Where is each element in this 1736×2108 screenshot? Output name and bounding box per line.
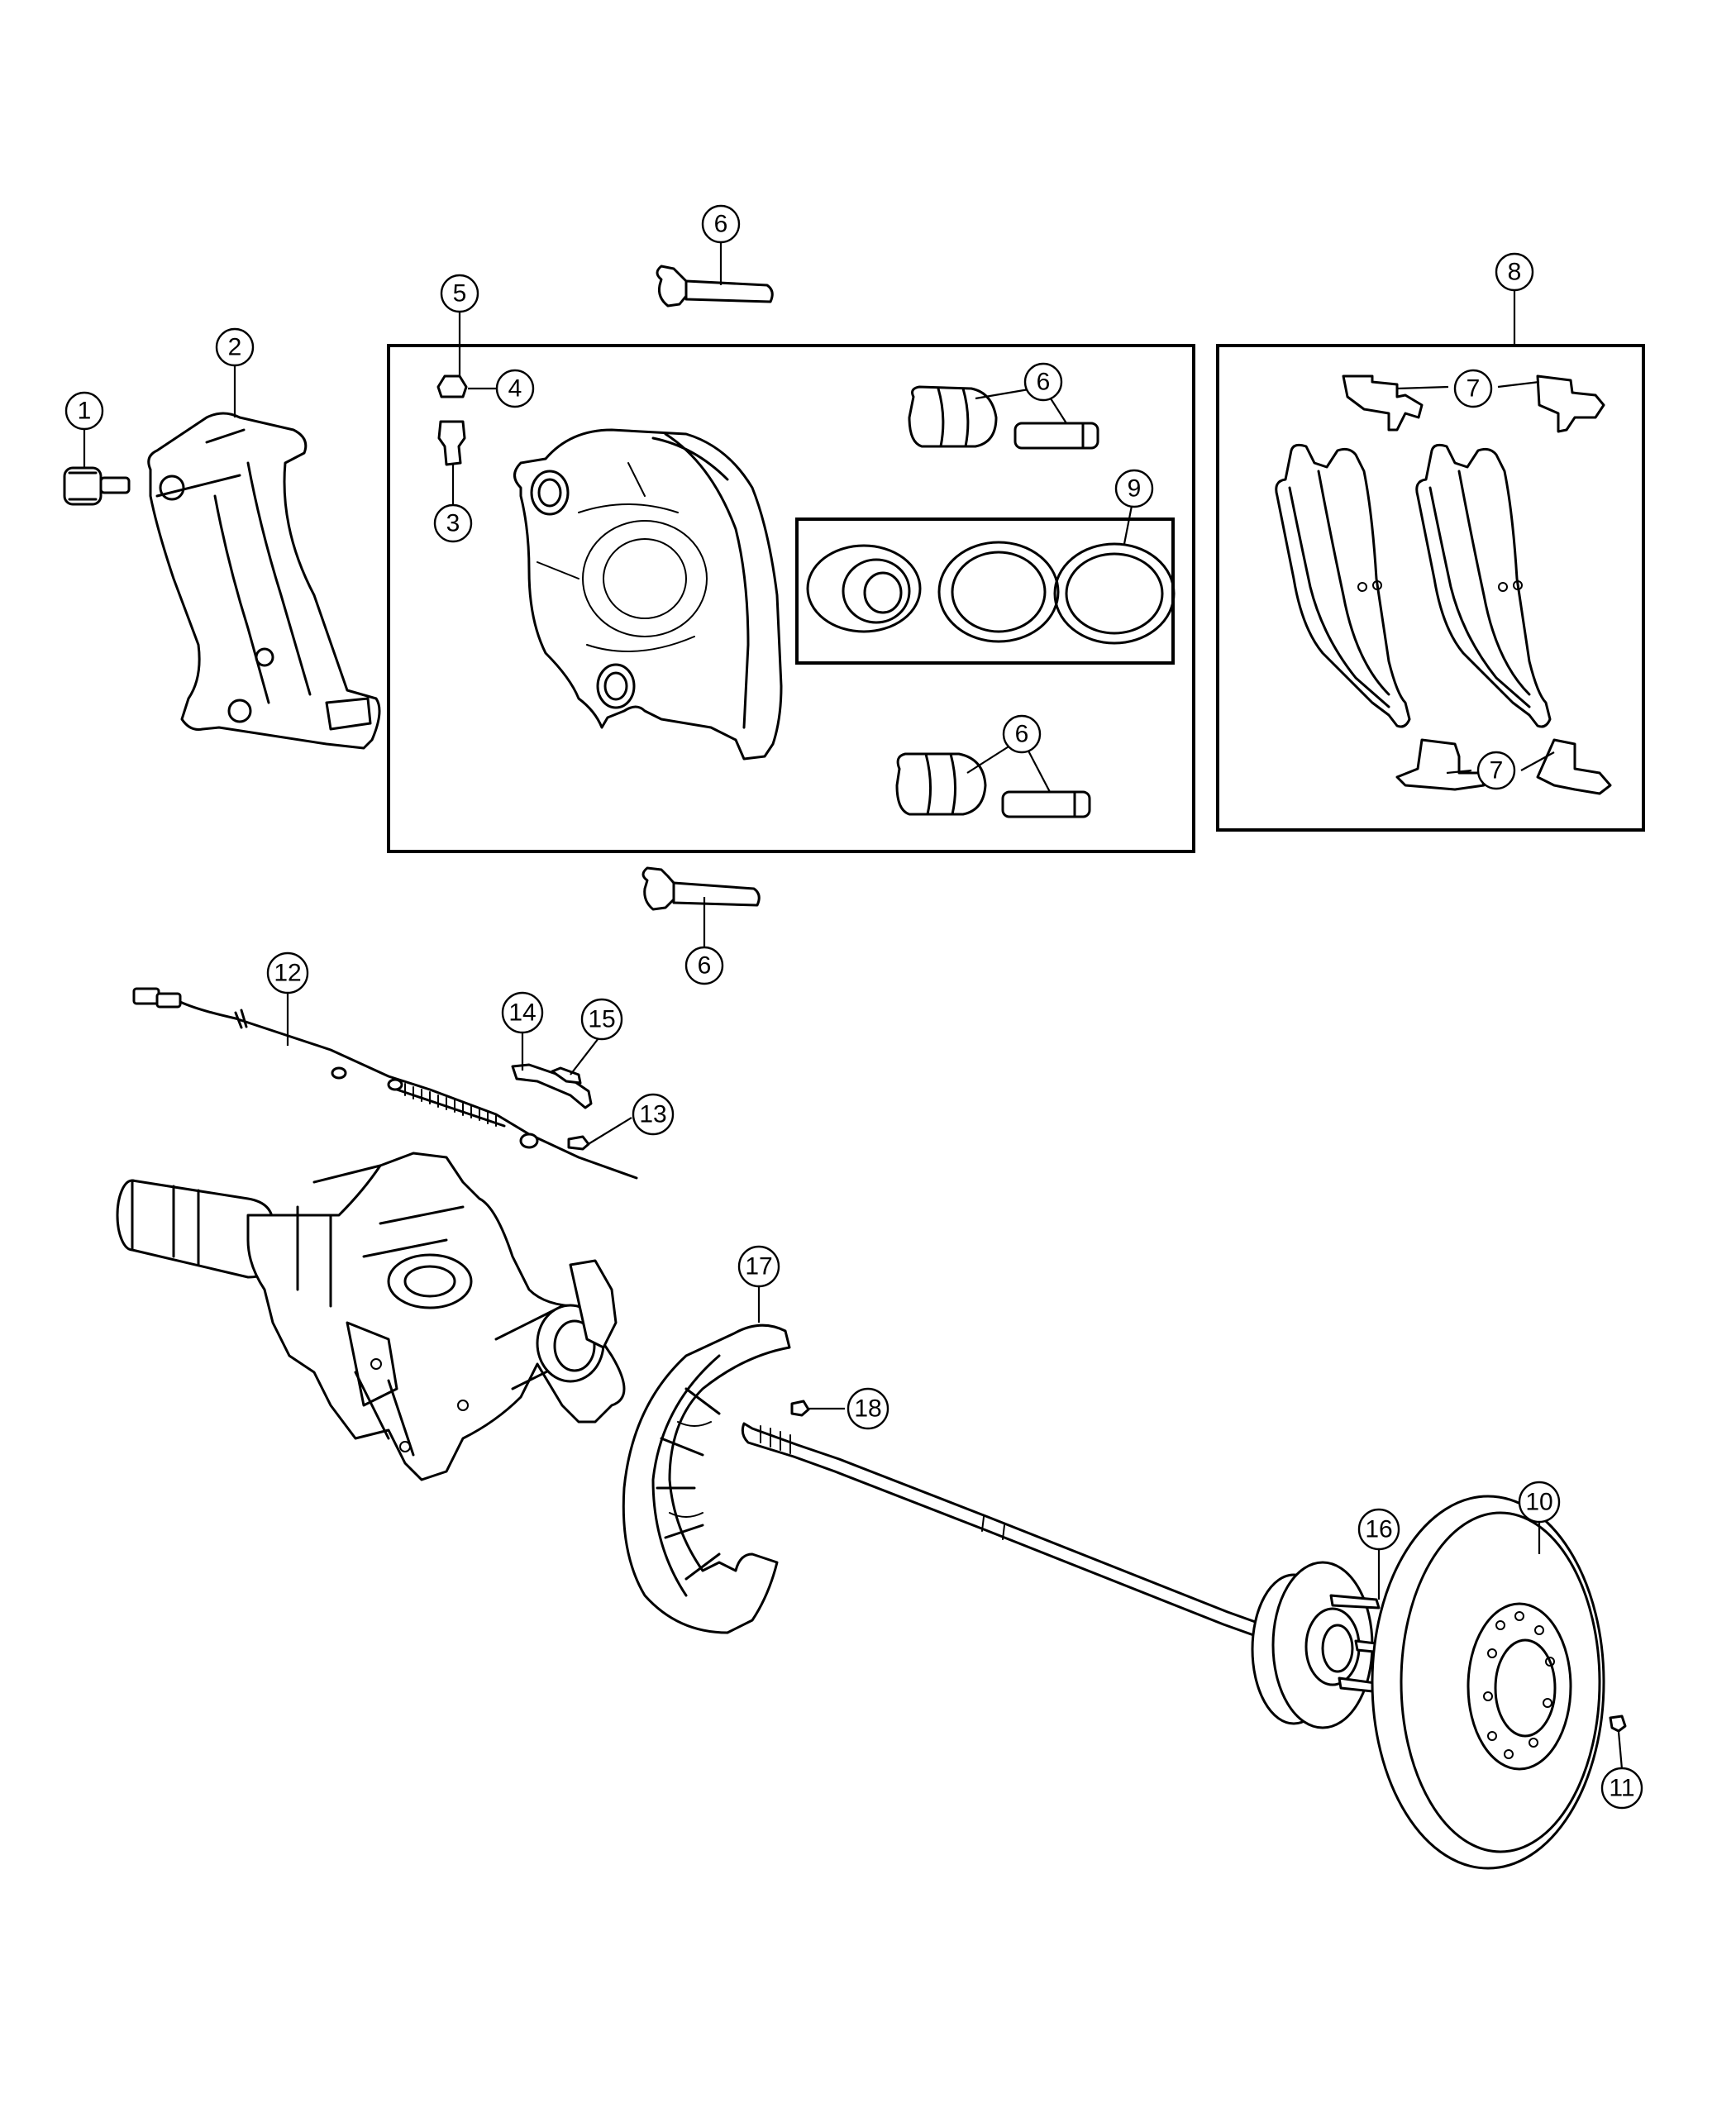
callout-16: 16 — [1357, 1508, 1400, 1551]
callout-12: 12 — [266, 951, 309, 994]
rotor-screw — [1609, 1715, 1627, 1733]
callout-18: 18 — [847, 1387, 889, 1430]
pad-clip-lower-left — [1395, 738, 1486, 791]
guide-pin-boot-lower — [895, 752, 987, 816]
callout-label: 1 — [78, 398, 92, 425]
callout-label: 17 — [745, 1253, 772, 1281]
callout-label: 7 — [1467, 375, 1481, 403]
callout-6-lower-pins: 6 — [1002, 714, 1042, 754]
axle-shaft — [741, 1422, 1287, 1647]
callout-label: 11 — [1609, 1775, 1634, 1802]
pad-clip-upper-left — [1342, 374, 1424, 432]
callout-4: 4 — [495, 369, 535, 408]
callout-label: 12 — [274, 960, 301, 987]
callout-5: 5 — [440, 274, 479, 313]
brake-pad-right — [1415, 443, 1552, 728]
callout-7-lower: 7 — [1476, 751, 1516, 790]
wheel-hub — [1251, 1561, 1392, 1729]
bleeder-cap — [436, 374, 468, 398]
callout-2: 2 — [215, 327, 255, 367]
callout-label: 8 — [1508, 259, 1522, 286]
callout-14: 14 — [501, 991, 544, 1034]
callout-6-upper-pins: 6 — [1023, 362, 1063, 402]
callout-17: 17 — [737, 1245, 780, 1288]
callout-10: 10 — [1518, 1481, 1561, 1524]
pad-clip-upper-right — [1536, 374, 1605, 433]
callout-label: 18 — [854, 1395, 881, 1423]
callout-1: 1 — [64, 391, 104, 431]
guide-pin-lower — [1001, 790, 1091, 818]
guide-pin-upper — [1013, 422, 1099, 450]
callout-3: 3 — [433, 503, 473, 543]
callout-8: 8 — [1495, 252, 1534, 292]
callout-label: 15 — [588, 1006, 615, 1033]
callout-label: 3 — [446, 510, 460, 537]
callout-label: 7 — [1490, 757, 1504, 785]
callout-label: 16 — [1365, 1516, 1392, 1543]
callout-label: 13 — [639, 1101, 666, 1128]
callout-label: 5 — [453, 280, 467, 308]
pad-kit-box — [1216, 344, 1645, 832]
callout-label: 14 — [508, 999, 536, 1027]
callout-label: 6 — [1037, 369, 1051, 396]
callout-9: 9 — [1114, 469, 1154, 508]
callout-label: 6 — [698, 952, 712, 980]
callout-label: 10 — [1525, 1489, 1552, 1516]
callout-label: 6 — [1015, 721, 1029, 748]
dust-boot — [1053, 542, 1176, 645]
caliper-kit-box — [387, 344, 1195, 853]
dust-shield — [622, 1323, 791, 1634]
caliper-bolt-bottom — [641, 866, 761, 911]
callout-11: 11 — [1600, 1767, 1643, 1810]
leader-lines — [83, 243, 1624, 1770]
axle-housing — [116, 1152, 626, 1481]
caliper-bracket-bolt — [63, 466, 131, 506]
callout-label: 2 — [228, 334, 242, 361]
shield-fastener — [790, 1400, 810, 1417]
callout-6-bottom: 6 — [684, 946, 724, 985]
piston — [806, 544, 922, 633]
callout-13: 13 — [632, 1093, 675, 1136]
callout-label: 4 — [508, 375, 522, 403]
caliper-bracket — [147, 412, 381, 750]
callout-6-top: 6 — [701, 204, 741, 244]
bracket-bolt — [551, 1066, 582, 1085]
guide-pin-boot-upper — [908, 385, 998, 448]
brake-pad-left — [1275, 443, 1411, 728]
caliper-bolt-top — [656, 265, 774, 308]
bleeder-screw — [437, 420, 466, 466]
callout-15: 15 — [580, 998, 623, 1041]
piston-seal — [937, 541, 1060, 643]
retaining-bracket — [511, 1063, 593, 1109]
callout-label: 6 — [714, 211, 728, 238]
callout-label: 9 — [1128, 475, 1142, 503]
cable-clip — [567, 1135, 590, 1151]
brake-rotor — [1371, 1495, 1605, 1870]
brake-caliper — [513, 428, 783, 761]
pad-clip-lower-right — [1536, 738, 1612, 795]
parking-brake-cable — [132, 987, 638, 1180]
callout-7-upper: 7 — [1453, 369, 1493, 408]
